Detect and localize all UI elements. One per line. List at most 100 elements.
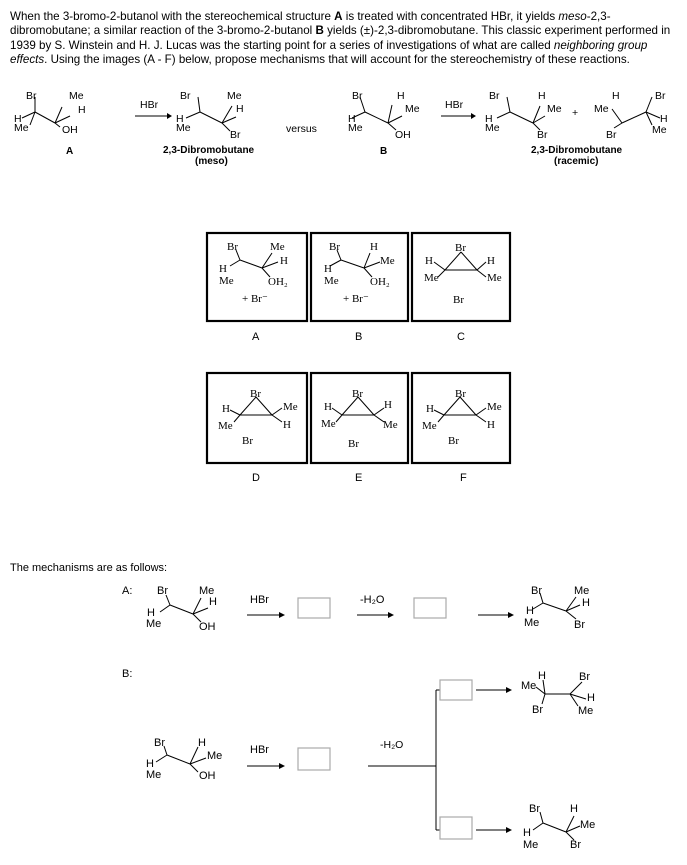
atom-label: Me <box>380 255 395 267</box>
mechanisms-heading: The mechanisms are as follows: <box>10 562 167 574</box>
atom-label: Br <box>529 803 540 815</box>
atom-label: H <box>176 113 184 125</box>
reagent-hbr: HBr <box>140 99 159 111</box>
atom-label: Me <box>146 618 161 630</box>
atom-label: H <box>283 419 291 431</box>
atom-label: OH <box>199 621 216 633</box>
atom-label: Me <box>348 122 363 134</box>
atom-label: H <box>487 419 495 431</box>
atom-label: + Br⁻ <box>343 293 369 305</box>
panel-label-b: B <box>355 331 362 343</box>
answer-slot-b1[interactable] <box>297 747 331 771</box>
atom-label: Me <box>218 420 233 432</box>
panel-label-d: D <box>252 472 260 484</box>
atom-label: Me <box>485 122 500 134</box>
atom-label: Me <box>405 103 420 115</box>
atom-label: Br <box>329 241 340 253</box>
panel-label-e: E <box>355 472 362 484</box>
atom-label: Me <box>424 272 439 284</box>
atom-label: Br <box>242 435 253 447</box>
atom-label: H <box>570 803 578 815</box>
atom-label: Me <box>321 418 336 430</box>
mechanism-a-label: A: <box>122 585 132 597</box>
atom-label: H <box>198 737 206 749</box>
atom-label: H <box>348 113 356 125</box>
atom-label: H <box>397 90 405 102</box>
atom-label: Me <box>547 103 562 115</box>
atom-label: Br <box>227 241 238 253</box>
atom-label: Br <box>574 619 585 631</box>
answer-slot-b2[interactable] <box>439 679 473 701</box>
mechanism-a-reagent: HBr <box>250 594 269 606</box>
atom-label: Me <box>574 585 589 597</box>
atom-label: OH₂ <box>268 276 288 288</box>
panel-e: Br H Me H Me Br E <box>309 371 410 484</box>
atom-label: Br <box>606 129 617 141</box>
atom-label: H <box>146 758 154 770</box>
atom-label: H <box>209 596 217 608</box>
atom-me: Me <box>69 90 84 102</box>
atom-label: Br <box>537 129 548 141</box>
atom-me: Me <box>14 122 29 134</box>
panel-label-f: F <box>460 472 467 484</box>
atom-label: Me <box>283 401 298 413</box>
mechanism-b-reactant: Br H Me H Me OH <box>146 737 222 782</box>
compound-a: Br Me H H Me OH A <box>14 90 86 157</box>
atom-label: H <box>612 90 620 102</box>
atom-label: Me <box>383 419 398 431</box>
mechanism-b-water-loss: -H₂O <box>380 739 403 751</box>
atom-label: H <box>582 597 590 609</box>
answer-slot-b3[interactable] <box>439 816 473 840</box>
atom-label: Me <box>199 585 214 597</box>
atom-label: H <box>425 255 433 267</box>
mechanism-b-label: B: <box>122 668 132 680</box>
product-a-name: 2,3-Dibromobutane <box>163 145 255 156</box>
atom-label: H <box>324 263 332 275</box>
atom-label: H <box>280 255 288 267</box>
atom-label: Br <box>250 388 261 400</box>
atom-label: Me <box>227 90 242 102</box>
atom-label: OH <box>395 129 411 141</box>
atom-label: Br <box>352 90 363 102</box>
atom-label: H <box>538 90 546 102</box>
compound-b: Br H Me H Me OH B <box>348 90 420 157</box>
atom-br: Br <box>26 90 37 102</box>
atom-label: Br <box>157 585 168 597</box>
meso-product: Br Me H H Me Br 2,3-Dibromobutane (meso) <box>163 90 255 167</box>
panel-label-c: C <box>457 331 465 343</box>
mechanism-b-product-1: H Me Br Br H Me <box>521 670 595 717</box>
answer-slot-a1[interactable] <box>297 597 331 619</box>
atom-label: + Br⁻ <box>242 293 268 305</box>
atom-label: Me <box>521 680 536 692</box>
atom-label: H <box>236 103 244 115</box>
mechanism-b-product-2: Br H Me H Me Br <box>523 803 595 851</box>
panel-c: Br H Me H Me Br C <box>410 231 512 343</box>
atom-label: OH₂ <box>370 276 390 288</box>
atom-label: Br <box>154 737 165 749</box>
atom-label: Me <box>176 122 191 134</box>
compound-label-a: A <box>66 146 73 157</box>
atom-label: Br <box>352 388 363 400</box>
product-b-name: 2,3-Dibromobutane <box>531 145 623 156</box>
atom-label: Me <box>487 401 502 413</box>
problem-statement: When the 3-bromo-2-butanol with the ster… <box>10 10 671 66</box>
atom-label: Me <box>652 124 667 136</box>
answer-slot-a2[interactable] <box>413 597 447 619</box>
atom-label: Me <box>219 275 234 287</box>
atom-label: H <box>147 607 155 619</box>
atom-label: + <box>572 107 578 119</box>
atom-label: HBr <box>445 99 464 111</box>
atom-label: Br <box>489 90 500 102</box>
atom-label: Me <box>578 705 593 717</box>
mechanism-a-water-loss: -H₂O <box>360 594 385 606</box>
atom-label: Br <box>230 129 241 141</box>
atom-label: Br <box>455 388 466 400</box>
panel-label-a: A <box>252 331 260 343</box>
atom-oh: OH <box>62 124 78 136</box>
atom-h: H <box>14 113 22 125</box>
atom-label: Me <box>594 103 609 115</box>
mechanism-a-product: Br Me H H Me Br <box>524 585 590 631</box>
atom-label: Me <box>207 750 222 762</box>
atom-label: H <box>219 263 227 275</box>
